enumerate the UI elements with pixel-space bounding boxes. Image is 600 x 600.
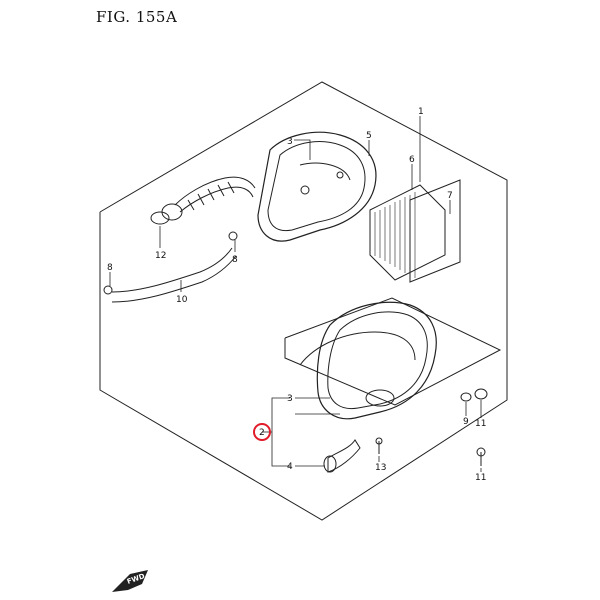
highlight-circle (253, 423, 271, 441)
label-part-5: 5 (366, 131, 372, 141)
assembly-outline (99, 81, 508, 521)
intake-duct (161, 176, 256, 221)
label-part-2: 2 (259, 428, 265, 438)
lower-case (316, 301, 437, 420)
fasteners (103, 231, 488, 466)
label-part-12: 12 (155, 251, 166, 261)
label-part-11-lower: 11 (475, 473, 486, 483)
sponge-panel (409, 179, 461, 283)
sub-assembly-outline (284, 297, 502, 406)
label-part-1: 1 (418, 107, 424, 117)
label-part-9: 9 (463, 417, 469, 427)
label-part-8-lower: 8 (107, 263, 113, 273)
label-part-10: 10 (176, 295, 188, 305)
part-labels: 1 2 3 3 4 5 6 7 8 8 9 10 11 11 12 13 (107, 107, 486, 483)
figure-title: FIG. 155A (96, 8, 178, 26)
label-part-6: 6 (409, 155, 415, 165)
label-part-4: 4 (287, 462, 293, 472)
label-part-3-lower: 3 (287, 394, 293, 404)
label-part-11-upper: 11 (475, 419, 486, 429)
gasket (299, 331, 416, 366)
label-part-8-upper: 8 (232, 255, 238, 265)
upper-cover (257, 131, 377, 242)
clamp (150, 211, 170, 225)
label-part-13: 13 (375, 463, 386, 473)
label-part-3-upper: 3 (287, 137, 293, 147)
filter-element (369, 184, 446, 281)
label-part-7: 7 (447, 191, 453, 201)
hose (111, 247, 237, 303)
forward-arrow-icon: FWD (112, 570, 148, 592)
leader-lines (109, 116, 482, 472)
drain-tube (323, 439, 361, 473)
